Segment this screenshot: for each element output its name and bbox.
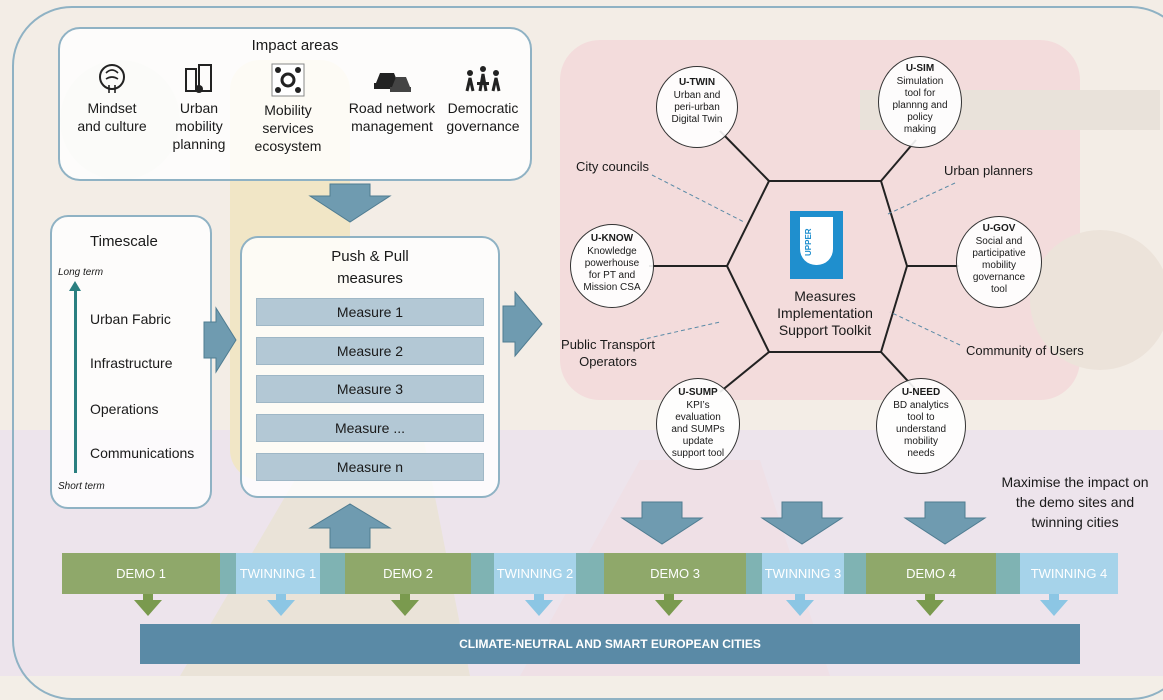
tool-desc: Simulation tool for plannng and policy m… [892,76,948,135]
impact-label-road-network: Road network management [348,100,436,134]
impact-label-urban-planning: Urban mobility planning [172,100,226,152]
impact-label-democratic-governance: Democratic governance [446,100,520,134]
demo-arrow [916,594,944,616]
tool-desc: KPI’s evaluation and SUMPs update suppor… [671,400,725,459]
demo-arrow [134,594,162,616]
impact-item-mobility-services: Mobility services ecosystem [246,63,330,155]
maximise-impact-text: Maximise the impact on the demo sites an… [1001,474,1149,530]
strip-arrow-group [134,594,1068,616]
impact-label-mindset: Mindset and culture [77,100,147,134]
demo-block: DEMO 2 [345,553,471,594]
tool-name: U-SIM [905,63,935,74]
footer-bar: CLIMATE-NEUTRAL AND SMART EUROPEAN CITIE… [140,624,1080,664]
impact-areas-title: Impact areas [251,37,339,54]
tool-desc: BD analytics tool to understand mobility… [893,400,949,459]
impact-label-mobility-services: Mobility services ecosystem [254,102,322,154]
timescale-item: Infrastructure [90,355,173,371]
stakeholder-community: Community of Users [966,343,1084,358]
tool-u-sim: U-SIM Simulation tool for plannng and po… [878,56,962,148]
timescale-item: Operations [90,401,159,417]
arrow-down-twin3 [760,501,844,545]
measures-panel: Push & Pull measures Measure 1 Measure 2… [240,236,500,498]
tool-desc: Urban and peri-urban Digital Twin [671,90,723,125]
arrow-down-demo4 [903,501,987,545]
arrow-up-demo [308,503,392,549]
mobility-services-icon [271,63,305,97]
twinning-block: TWINNING 4 [1020,553,1118,594]
arrow-down-demo3 [620,501,704,545]
people-meeting-icon [465,66,501,92]
upper-logo-inner [800,217,833,265]
short-term-label: Short term [58,481,105,492]
strip-arrows [134,594,1068,616]
twinning-block: TWINNING 2 [494,553,576,594]
tool-u-know: U-KNOW Knowledge powerhouse for PT and M… [570,224,654,308]
stakeholder-pt-operators: Public Transport Operators [561,337,655,369]
impact-item-road-network: Road network management [342,63,442,135]
twinning-arrow [525,594,553,616]
long-term-label: Long term [58,267,104,278]
impact-item-urban-planning: Urban mobility planning [158,63,240,153]
stakeholder-urban-planners: Urban planners [944,163,1033,178]
tool-desc: Social and participative mobility govern… [972,236,1026,295]
arrow-right-measures [502,290,543,358]
twinning-block: TWINNING 1 [236,553,320,594]
twinning-arrow [267,594,295,616]
city-planning-icon [185,64,212,93]
tool-name: U-SUMP [678,387,718,398]
measure-item: Measure ... [256,414,484,442]
twinning-arrow [786,594,814,616]
tool-u-sump: U-SUMP KPI’s evaluation and SUMPs update… [656,378,740,470]
demo-block: DEMO 3 [604,553,746,594]
demo-block: DEMO 1 [62,553,220,594]
toolkit-center-label: Measures Implementation Support Toolkit [777,288,873,338]
twinning-arrow [1040,594,1068,616]
tool-name: U-NEED [901,387,941,398]
timescale-panel: Timescale Long term Urban Fabric Infrast… [50,215,212,509]
impact-item-mindset: Mindset and culture [72,63,152,135]
measure-item: Measure n [256,453,484,481]
impact-item-democratic-governance: Democratic governance [442,63,524,135]
tool-name: U-TWIN [678,77,716,88]
brain-icon [99,64,125,93]
tool-name: U-GOV [982,223,1016,234]
impact-areas-panel: Impact areas Mindset and culture Urban m… [58,27,532,181]
measure-item: Measure 1 [256,298,484,326]
tool-u-need: U-NEED BD analytics tool to understand m… [876,378,966,474]
demo-block: DEMO 4 [866,553,996,594]
timescale-arrow [74,289,77,473]
timescale-item: Urban Fabric [90,311,171,327]
flow-arrows [203,183,987,549]
footer-label: CLIMATE-NEUTRAL AND SMART EUROPEAN CITIE… [459,637,761,651]
measure-item: Measure 3 [256,375,484,403]
demo-arrow [391,594,419,616]
cars-icon [374,73,411,92]
measure-item: Measure 2 [256,337,484,365]
tool-u-gov: U-GOV Social and participative mobility … [956,216,1042,308]
stakeholder-city-councils: City councils [576,159,649,174]
measures-title: Push & Pull measures [331,248,409,287]
timescale-title: Timescale [90,233,158,250]
tool-name: U-KNOW [590,233,634,244]
upper-logo: UPPER [790,211,843,279]
arrow-right-timescale [203,306,237,374]
timescale-item: Communications [90,445,195,461]
tool-u-twin: U-TWIN Urban and peri-urban Digital Twin [656,66,738,148]
arrow-down-impact [308,183,392,223]
timescale-arrow-head [69,281,81,291]
demo-arrow [655,594,683,616]
tool-desc: Knowledge powerhouse for PT and Mission … [583,246,641,293]
twinning-block: TWINNING 3 [762,553,844,594]
